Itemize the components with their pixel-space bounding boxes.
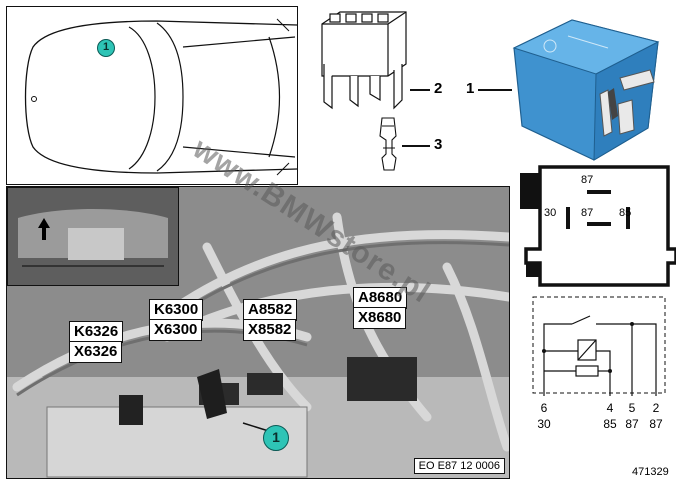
inset-photo [7,187,179,286]
connector-label-k6300: K6300 [149,299,204,321]
car-outline-drawing [24,18,297,176]
housing-leader-line [410,89,430,91]
terminal-leader-line [402,145,430,147]
diagram-number: 471329 [632,466,669,478]
relay-pin-layout [520,165,676,287]
schematic-pin-5: 5 [628,401,636,415]
terminal-drawing [379,117,397,171]
relay-location-callout: 1 [263,425,289,451]
connector-label-x6300: X6300 [149,319,203,341]
connector-label-x8582: X8582 [243,319,297,341]
connector-housing-drawing [321,11,407,110]
schematic-code-87b: 87 [649,417,663,431]
connector-label-x6326: X6326 [69,341,123,363]
part-label-1: 1 [466,80,475,97]
relay-pin-left-label: 30 [544,207,557,219]
connector-label-k6326: K6326 [69,321,124,343]
relay-drawing [512,19,660,161]
photo-caption: EO E87 12 0006 [413,458,505,474]
schematic-pin-4: 4 [606,401,614,415]
relay-pin-top-label: 87 [581,174,594,186]
connector-label-a8582: A8582 [243,299,298,321]
car-location-callout: 1 [97,39,115,57]
relay-leader-line [478,89,512,91]
car-outline-panel: 1 [6,6,298,185]
schematic-code-30: 30 [537,417,551,431]
part-label-2: 2 [434,80,443,97]
schematic-pin-2: 2 [652,401,660,415]
connector-label-a8680: A8680 [353,287,408,309]
relay-pin-center-label: 87 [581,207,594,219]
relay-schematic [532,296,666,396]
schematic-code-87a: 87 [625,417,639,431]
schematic-pin-6: 6 [540,401,548,415]
part-label-3: 3 [434,136,443,153]
relay-pin-right-label: 85 [619,207,632,219]
schematic-code-85: 85 [603,417,617,431]
connector-label-x8680: X8680 [353,307,407,329]
engine-bay-photo: K6326 X6326 K6300 X6300 A8582 X8582 A868… [6,186,510,479]
inset-dashboard-illustration [8,188,178,285]
